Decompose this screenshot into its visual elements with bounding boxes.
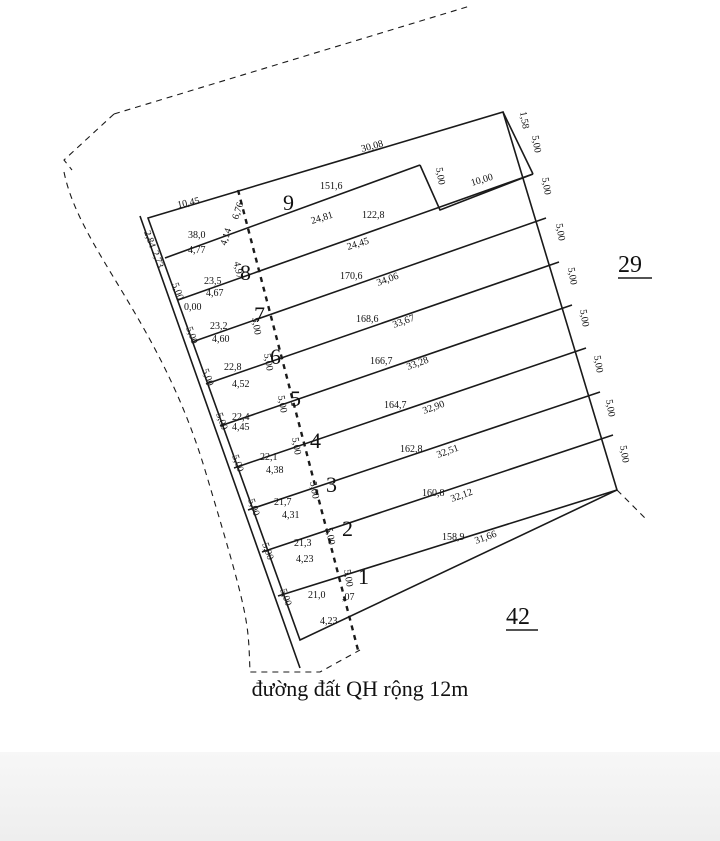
construction-line	[236, 189, 360, 651]
left-small-b: 2,73	[149, 249, 165, 269]
front-area-4: 22,1	[260, 452, 278, 463]
lot-numbers: 9 8 7 6 5 4 3 2 1	[240, 190, 369, 589]
front-values: 38,0 4,77 23,5 4,67 23,2 4,60 22,8 4,52 …	[188, 230, 338, 627]
lot1-right-small: ,07	[342, 592, 355, 603]
sep-width-6: 5,00	[261, 353, 275, 372]
lot-area-7: 170,6	[340, 271, 363, 282]
side-length-4: 32,90	[421, 399, 446, 417]
left-width-1: 5,00	[169, 281, 185, 301]
lot-number-1: 1	[358, 564, 369, 589]
lot-area-1: 158,9	[442, 532, 465, 543]
left-width-8: 5,00	[277, 587, 293, 607]
lot-area-6: 168,6	[356, 314, 379, 325]
lot-area-3: 162,8	[400, 444, 423, 455]
lot-areas: 151,6 122,8 170,6 168,6 166,7 164,7 162,…	[320, 181, 465, 543]
lot-area-9: 151,6	[320, 181, 343, 192]
front-area-6: 22,8	[224, 362, 242, 373]
front-area-2: 21,3	[294, 538, 312, 549]
front-width-3: 4,31	[282, 510, 300, 521]
lot-area-5: 166,7	[370, 356, 393, 367]
rear-width-3: 5,00	[603, 399, 617, 418]
rear-width-2: 5,00	[617, 445, 631, 464]
lot-dividers	[164, 111, 618, 597]
sep-width-2: 5,00	[323, 527, 337, 546]
rear-width-9: 1,58	[517, 111, 531, 130]
front-area-3: 21,7	[274, 497, 292, 508]
lot-number-9: 9	[283, 190, 294, 215]
front-area-8: 23,5	[204, 276, 222, 287]
side-length-7: 34,06	[375, 271, 400, 289]
sep-width-3: 5,00	[307, 481, 321, 500]
front-width-1: 4,23	[320, 616, 338, 627]
front-area-1: 21,0	[308, 590, 326, 601]
side-length-6: 33,67	[391, 313, 416, 331]
sep-width-4: 5,00	[289, 437, 303, 456]
rear-width-8: 5,00	[539, 177, 553, 196]
lot-number-7: 7	[254, 302, 265, 327]
side-length-1: 31,66	[473, 529, 498, 547]
front-width-4: 4,38	[266, 465, 284, 476]
neighbor-label-right: 29	[618, 252, 642, 278]
rear-width-7: 5,00	[553, 223, 567, 242]
outer-boundary-right-bottom	[616, 489, 646, 519]
sep-width-5: 5,00	[275, 395, 289, 414]
outer-boundary-left-diag	[63, 113, 115, 171]
side-length-9: 24,81	[310, 210, 335, 227]
lot8-rear-width: 5,00	[433, 167, 447, 186]
lot9-diag: 6,76	[230, 201, 246, 221]
front-area-7: 23,2	[210, 321, 228, 332]
front-width-8: 4,67	[206, 288, 224, 299]
outer-boundary-top	[113, 5, 471, 115]
left-width-5: 5,00	[229, 453, 245, 473]
front-area-5: 22,4	[232, 412, 250, 423]
lot-number-2: 2	[342, 516, 353, 541]
side-length-2: 32,12	[449, 487, 474, 505]
sep-width-7: 5,00	[249, 317, 263, 336]
rear-widths: 1,58 5,00 5,00 5,00 5,00 5,00 5,00 5,00 …	[517, 111, 631, 464]
top-edge-length: 30,08	[360, 138, 385, 154]
left-small-a: 2,84	[141, 229, 157, 249]
front-width-6: 4,52	[232, 379, 250, 390]
sep-width-8: 4,97	[231, 261, 245, 280]
lot-number-8: 8	[240, 260, 251, 285]
lot-number-4: 4	[310, 428, 321, 453]
left-width-6: 5,00	[245, 497, 261, 517]
neighbor-label-bottom: 42	[506, 604, 530, 630]
front-area-9: 38,0	[188, 230, 206, 241]
front-inner-line	[139, 215, 301, 669]
side-lengths: 24,81 24,45 34,06 33,67 33,28 32,90 32,5…	[310, 210, 499, 547]
rear-width-6: 5,00	[565, 267, 579, 286]
lot9-right-upper: 5,00	[529, 135, 543, 154]
left-width-3: 5,00	[199, 367, 215, 387]
front-width-5: 4,45	[232, 422, 250, 433]
lot-number-3: 3	[326, 472, 337, 497]
front-width-9: 4,77	[188, 245, 206, 256]
outer-boundary-left-curve	[63, 171, 361, 673]
lot-number-6: 6	[270, 344, 281, 369]
sep-widths: 5,00 5,00 5,00 5,00 5,00 5,00 5,00 4,97	[231, 261, 355, 588]
lot-area-8: 122,8	[362, 210, 385, 221]
rear-width-4: 5,00	[591, 355, 605, 374]
sep-width-1: 5,00	[341, 569, 355, 588]
road-label: đường đất QH rộng 12m	[251, 676, 469, 701]
left-small-c: 0,00	[184, 302, 202, 313]
lot9-diag2: 4,14	[218, 227, 234, 247]
front-width-7: 4,60	[212, 334, 230, 345]
front-width-2: 4,23	[296, 554, 314, 565]
lot8-rear-segment: 10,00	[470, 172, 495, 189]
bottom-band	[0, 752, 720, 841]
rear-width-5: 5,00	[577, 309, 591, 328]
left-width-2: 5,00	[183, 325, 199, 345]
lot-area-4: 164,7	[384, 400, 407, 411]
lot-number-5: 5	[290, 386, 301, 411]
side-length-5: 33,28	[405, 355, 430, 373]
top-left-edge-length: 10,45	[176, 195, 200, 210]
lot-area-2: 160,8	[422, 488, 445, 499]
